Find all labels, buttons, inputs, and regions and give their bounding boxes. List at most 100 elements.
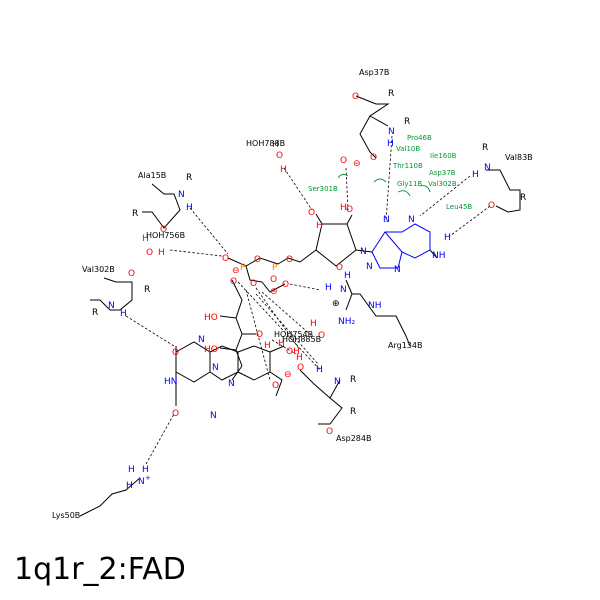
- atom-h: H: [120, 309, 127, 319]
- atom-r: R: [186, 173, 192, 183]
- atom-p: P: [272, 263, 278, 273]
- charge-plus: +: [145, 474, 151, 482]
- residue-label-hoh788: HOH788B: [246, 139, 285, 148]
- atom-n: N: [360, 247, 367, 257]
- atom-n: N: [210, 411, 217, 421]
- atom-n: N: [484, 163, 491, 173]
- atom-o: O: [254, 255, 261, 265]
- atom-h: H: [444, 233, 451, 243]
- atom-r: R: [520, 193, 526, 203]
- atom-o: O: [352, 92, 359, 102]
- atom-nh: NH: [368, 301, 382, 311]
- residue-label-val83: Val83B: [505, 153, 533, 162]
- atom-n: N: [178, 190, 185, 200]
- atom-o: O: [256, 330, 263, 340]
- atom-h: H: [310, 319, 317, 329]
- atom-o: O: [370, 153, 377, 163]
- residue-label-ala15: Ala15B: [138, 171, 166, 180]
- residue-label-lys50: Lys50B: [52, 511, 80, 520]
- atom-h: H: [186, 203, 193, 213]
- atom-r: R: [388, 89, 394, 99]
- atom-n: N: [366, 262, 373, 272]
- atom-o: O: [297, 363, 304, 373]
- atom-n: N: [228, 379, 235, 389]
- atom-o: O: [340, 156, 347, 166]
- charge-minus: ⊖: [284, 370, 292, 380]
- atom-o: O: [336, 263, 343, 273]
- charge-minus: ⊖: [270, 287, 278, 297]
- atom-o: O: [230, 277, 237, 287]
- atom-n: N: [212, 363, 219, 373]
- atom-n: N: [394, 265, 401, 275]
- atom-n: N: [340, 285, 347, 295]
- residue-label-ile160: Ile160B: [430, 152, 457, 160]
- atom-h: H: [272, 140, 279, 150]
- hydrophobic-arcs: [337, 173, 431, 197]
- atom-h: H: [128, 465, 135, 475]
- residue-label-gly11: Gly11B: [397, 180, 422, 188]
- atom-n: N: [334, 377, 341, 387]
- residue-label-val10: Val10B: [396, 145, 420, 153]
- residue-label-val302-hydrophobic: Val302B: [428, 180, 457, 188]
- atom-o: O: [286, 255, 293, 265]
- charge-minus: ⊖: [353, 159, 361, 169]
- atom-r: R: [404, 117, 410, 127]
- atom-o: O: [270, 275, 277, 285]
- atom-o: O: [172, 409, 179, 419]
- atom-o: O: [250, 279, 257, 289]
- atom-o: O: [128, 269, 135, 279]
- atom-n: N: [198, 335, 205, 345]
- residue-label-asp37-hydrophobic: Asp37B: [429, 169, 456, 177]
- residue-label-val302: Val302B: [82, 265, 115, 274]
- hydrogen-bonds: [125, 135, 491, 465]
- atom-h: H: [316, 365, 323, 375]
- atom-o: O: [282, 280, 289, 290]
- residue-label-asp37: Asp37B: [359, 68, 389, 77]
- atom-o: O: [160, 225, 167, 235]
- atom-o: O: [346, 205, 353, 215]
- atom-n: N: [108, 301, 115, 311]
- atom-o: O: [146, 248, 153, 258]
- atom-o: O: [276, 151, 283, 161]
- atom-nplus: N: [138, 477, 145, 487]
- atom-r: R: [482, 143, 488, 153]
- atom-o: O: [172, 348, 179, 358]
- atom-o: O: [318, 331, 325, 341]
- atom-h: H: [340, 203, 347, 213]
- diagram-caption: 1q1r_2:FAD: [14, 552, 186, 587]
- residue-label-leu45: Leu45B: [446, 203, 472, 211]
- atom-o: O: [308, 208, 315, 218]
- atom-labels: O R N R O O ⊖ H O H H H O O O O H N N N …: [92, 89, 526, 491]
- ligand-skeleton: [79, 95, 521, 517]
- atom-n: N: [388, 127, 395, 137]
- atom-hn: HN: [164, 377, 178, 387]
- atom-r: R: [350, 407, 356, 417]
- atom-ho: HO: [204, 313, 218, 323]
- atom-o: O: [326, 427, 333, 437]
- atom-h: H: [387, 139, 394, 149]
- atom-h: H: [158, 248, 165, 258]
- atom-h: H: [325, 283, 332, 293]
- residue-label-arg134: Arg134B: [388, 341, 422, 350]
- atom-nh: NH: [432, 251, 446, 261]
- residue-label-pro46: Pro46B: [407, 134, 432, 142]
- atom-h: H: [344, 271, 351, 281]
- atom-r: R: [132, 209, 138, 219]
- atom-r: R: [92, 308, 98, 318]
- atom-o: O: [272, 381, 279, 391]
- charge-minus: ⊖: [232, 266, 240, 276]
- atom-n: N: [408, 215, 415, 225]
- atom-n: N: [383, 215, 390, 225]
- residue-label-hoh754: HOH754B: [274, 330, 313, 339]
- atom-h: H: [296, 353, 303, 363]
- atom-o: O: [222, 254, 229, 264]
- atom-h: H: [142, 465, 149, 475]
- atom-h: H: [316, 221, 323, 231]
- atom-h: H: [278, 339, 285, 349]
- atom-ho: HO: [204, 345, 218, 355]
- residue-label-ser301: Ser301B: [308, 185, 338, 193]
- atom-nh2: NH₂: [338, 317, 356, 327]
- atom-r: R: [144, 285, 150, 295]
- atom-h: H: [142, 234, 149, 244]
